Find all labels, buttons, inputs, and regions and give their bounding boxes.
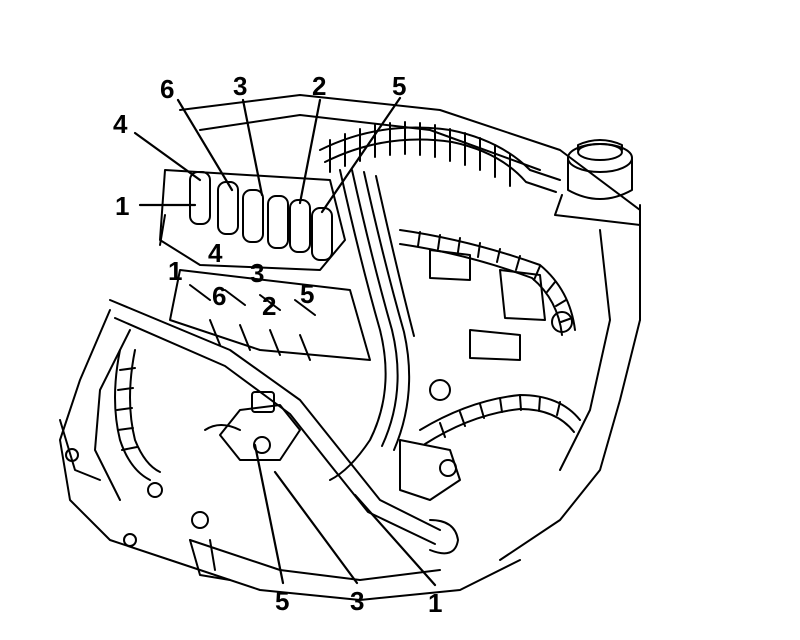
callout-4-left: 4 [113,109,128,139]
callout-3-bottom: 3 [350,586,364,616]
leader-lines [133,96,437,587]
callouts-mid: 4 1 3 6 2 5 [168,238,314,321]
callout-1-bottom: 1 [428,588,442,618]
fuel-rail-tube [109,299,459,555]
coil-pack-upper [159,169,346,271]
callout-6-mid: 6 [212,281,226,311]
callout-5-mid: 5 [300,279,314,309]
callout-1-mid: 1 [168,256,182,286]
callout-1-left: 1 [115,191,129,221]
bolt-details [123,511,231,581]
callouts-top: 6 3 2 5 [160,71,406,104]
sensor-fitting [204,391,301,461]
callout-6-top: 6 [160,74,174,104]
callouts-bottom: 5 3 1 [275,586,442,618]
callout-4-mid: 4 [208,238,223,268]
wiring-harness [319,121,581,445]
plug-wire-connectors [169,269,371,361]
exhaust-pipe [59,349,163,498]
right-side-components [399,249,573,501]
callout-5-top: 5 [392,71,406,101]
reservoir-cap-icon [554,139,641,226]
callout-3-top: 3 [233,71,247,101]
cable-bundle [329,169,415,481]
callout-2-mid: 2 [262,291,276,321]
callout-2-top: 2 [312,71,326,101]
callout-5-bottom: 5 [275,586,289,616]
callout-3-mid: 3 [250,258,264,288]
